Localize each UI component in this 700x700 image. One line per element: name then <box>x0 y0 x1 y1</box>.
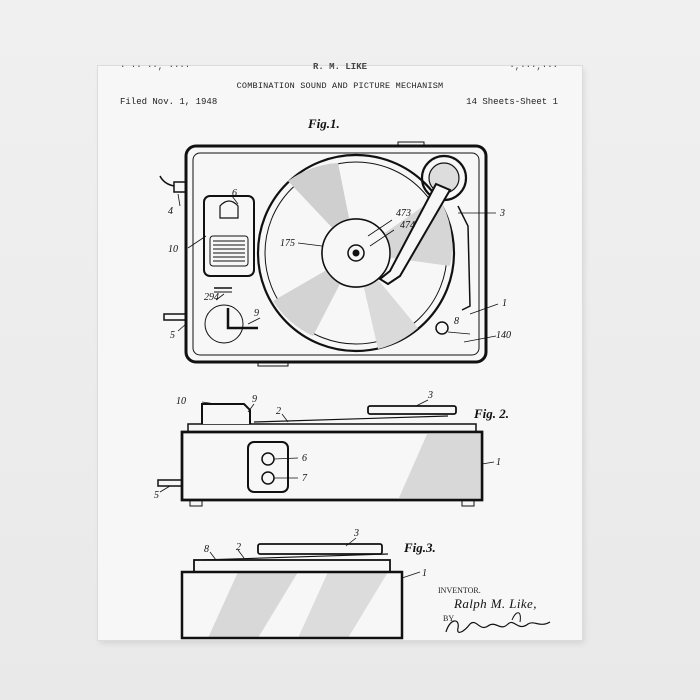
patent-sheet: · ·· ··, ···· R. M. LIKE ·,···,··· COMBI… <box>98 62 582 640</box>
label-294: 294 <box>204 292 219 303</box>
label-473: 473 <box>396 208 411 219</box>
label-474: 474 <box>400 220 415 231</box>
label-10-fig1: 10 <box>168 244 178 255</box>
fig1-turntable-top-view <box>159 141 499 367</box>
fig2-side-view <box>157 399 495 507</box>
patent-drawing: Fig.1. <box>154 116 551 640</box>
label-10-fig2: 10 <box>176 396 186 407</box>
patent-title: COMBINATION SOUND AND PICTURE MECHANISM <box>236 81 444 91</box>
fig2-label: Fig. 2. <box>473 406 509 421</box>
label-7-fig2: 7 <box>302 473 308 484</box>
fig1-label: Fig.1. <box>307 116 340 131</box>
label-9-fig2: 9 <box>252 394 257 405</box>
label-2-fig2: 2 <box>276 406 281 417</box>
attorney-signature <box>445 620 551 633</box>
fig3-label: Fig.3. <box>403 540 436 555</box>
label-5-fig1: 5 <box>170 330 175 341</box>
label-4-fig1: 4 <box>168 206 173 217</box>
label-5-fig2: 5 <box>154 490 159 501</box>
label-8-fig1: 8 <box>454 316 459 327</box>
label-175: 175 <box>280 238 295 249</box>
label-3-fig2: 3 <box>427 390 433 401</box>
filed-date: Filed Nov. 1, 1948 <box>120 97 218 107</box>
label-8-fig3: 8 <box>204 544 209 555</box>
label-140: 140 <box>496 330 511 341</box>
inventor-name: Ralph M. Like, <box>454 596 537 611</box>
by-label: BY <box>443 614 455 623</box>
inventor-name-top: R. M. LIKE <box>312 62 367 72</box>
label-3-fig3: 3 <box>353 528 359 539</box>
label-1-fig1: 1 <box>502 298 507 309</box>
sheet-count: 14 Sheets-Sheet 1 <box>466 97 558 107</box>
fig3-front-view <box>180 537 421 640</box>
patent-number-top: ·,···,··· <box>509 62 558 72</box>
label-9-fig1: 9 <box>254 308 259 319</box>
inventor-heading: INVENTOR. <box>438 586 481 595</box>
label-3-fig1: 3 <box>499 208 505 219</box>
patent-date-top: · ·· ··, ···· <box>120 62 191 72</box>
label-6-fig1: 6 <box>232 188 237 199</box>
label-1-fig2: 1 <box>496 457 501 468</box>
label-6-fig2: 6 <box>302 453 307 464</box>
label-1-fig3: 1 <box>422 568 427 579</box>
label-2-fig3: 2 <box>236 542 241 553</box>
